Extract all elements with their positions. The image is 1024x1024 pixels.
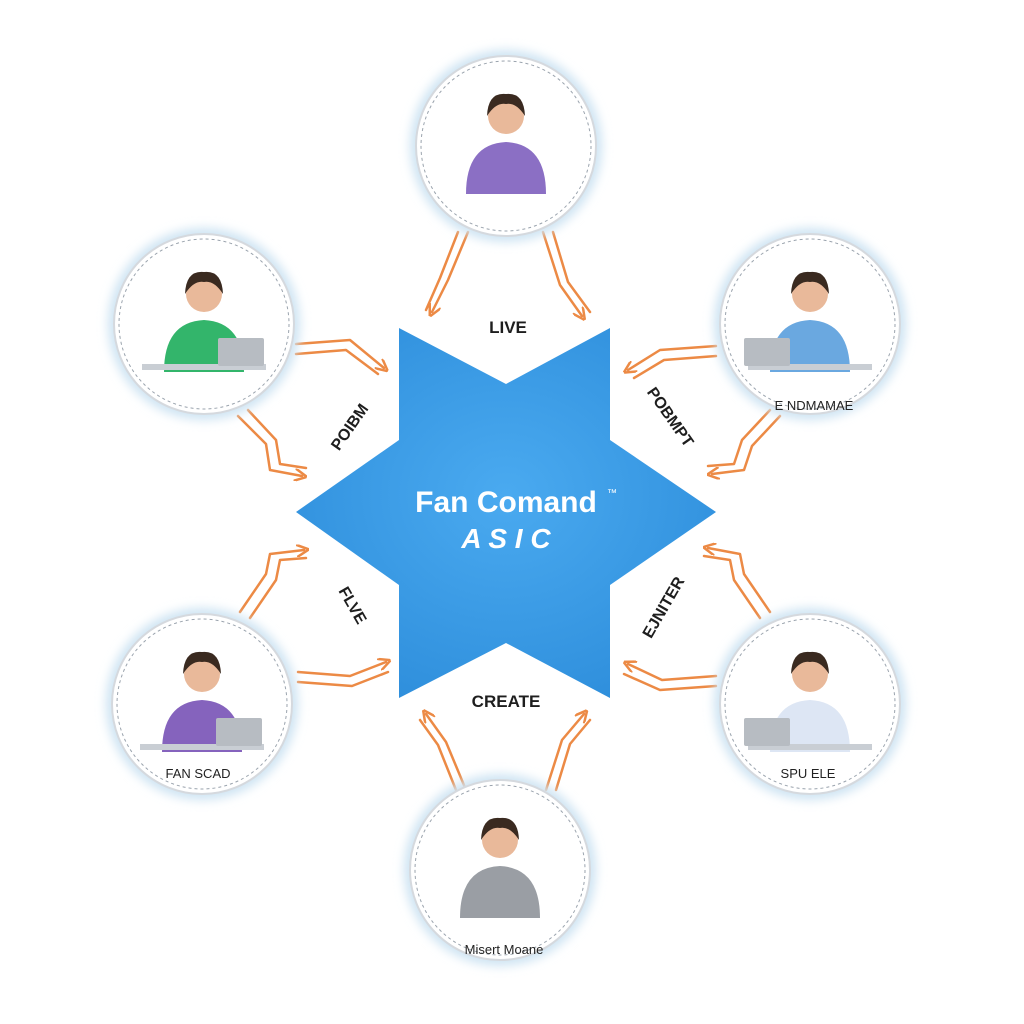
laptop-icon bbox=[744, 718, 790, 746]
edge-label-bottom: CREATE bbox=[472, 692, 541, 711]
arrow-lower-left-b bbox=[296, 662, 386, 678]
arrow-top-right bbox=[541, 230, 582, 316]
edge-label-upper-left: POIBM bbox=[328, 401, 372, 454]
person-hair bbox=[185, 271, 223, 294]
person-hair bbox=[791, 651, 829, 674]
desk bbox=[140, 744, 264, 750]
person-hair bbox=[183, 651, 221, 674]
arrow-top-left bbox=[432, 230, 470, 312]
node-caption: SPU ELE bbox=[781, 766, 836, 781]
desk bbox=[748, 364, 872, 370]
edge-label-lower-left: FLVE bbox=[335, 584, 370, 627]
arrow-lower-right-a bbox=[708, 548, 772, 614]
node-lower-left bbox=[106, 608, 298, 800]
person-hair bbox=[481, 817, 519, 840]
node-upper-right bbox=[714, 228, 906, 420]
edge-label-lower-right: EJNITER bbox=[640, 574, 689, 641]
laptop-icon bbox=[218, 338, 264, 366]
arrow-upper-right-b bbox=[712, 414, 782, 474]
edge-label-top: LIVE bbox=[489, 318, 527, 337]
node-ring bbox=[420, 60, 592, 232]
edge-label-upper-right: POBMPT bbox=[643, 385, 696, 451]
center-subtitle: A S I C bbox=[460, 523, 551, 554]
desk bbox=[748, 744, 872, 750]
laptop-icon bbox=[216, 718, 262, 746]
person-head bbox=[488, 98, 524, 134]
person-head bbox=[184, 656, 220, 692]
person-torso bbox=[460, 866, 540, 918]
node-ring bbox=[724, 618, 896, 790]
node-bottom bbox=[404, 774, 596, 966]
center-title-mark: ™ bbox=[607, 488, 617, 499]
arrow-bottom-left bbox=[426, 714, 468, 792]
person-head bbox=[482, 822, 518, 858]
node-caption: FAN SCAD bbox=[165, 766, 230, 781]
arrow-lower-left-a bbox=[238, 550, 304, 614]
person-head bbox=[186, 276, 222, 312]
center-title: Fan Comand bbox=[415, 486, 597, 519]
arrows bbox=[236, 230, 782, 792]
person-head bbox=[792, 656, 828, 692]
person-hair bbox=[791, 271, 829, 294]
node-ring bbox=[116, 618, 288, 790]
node-ring bbox=[414, 784, 586, 956]
node-lower-right bbox=[714, 608, 906, 800]
arrow-upper-left-b bbox=[236, 414, 302, 476]
arrow-upper-right-a bbox=[628, 344, 718, 370]
node-top bbox=[410, 50, 602, 242]
arrow-bottom-right bbox=[544, 714, 584, 792]
person-head bbox=[792, 276, 828, 312]
person-torso bbox=[466, 142, 546, 194]
node-ring bbox=[724, 238, 896, 410]
arrow-lower-right-b bbox=[628, 664, 718, 682]
person-hair bbox=[487, 93, 525, 116]
center-star bbox=[296, 328, 716, 698]
node-caption: Misert Moane bbox=[465, 942, 544, 957]
desk bbox=[142, 364, 266, 370]
laptop-icon bbox=[744, 338, 790, 366]
node-caption: E NDMAMAE bbox=[775, 398, 854, 413]
node-ring bbox=[118, 238, 290, 410]
node-upper-left bbox=[108, 228, 300, 420]
arrow-upper-left-a bbox=[294, 338, 384, 368]
